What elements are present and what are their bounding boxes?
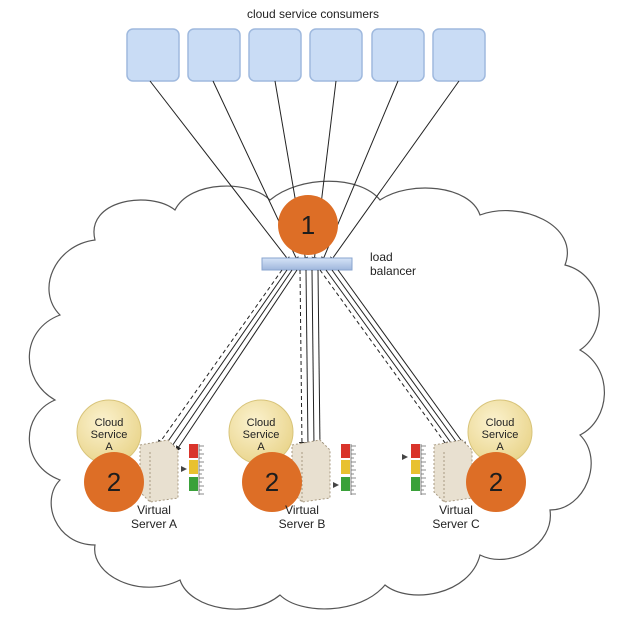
server-c-group <box>402 399 533 512</box>
badge-2-a-text: 2 <box>106 467 122 497</box>
badge-2-b <box>242 452 302 512</box>
badge-1-text: 1 <box>300 210 316 240</box>
consumer-box <box>126 28 180 82</box>
consumers-title: cloud service consumers <box>246 7 380 21</box>
load-balancer <box>261 257 353 271</box>
gauge-b <box>333 444 356 495</box>
lb-to-server-b <box>298 269 323 448</box>
badge-2-c <box>466 452 526 512</box>
virtual-server-c-label: Virtual Server C <box>432 503 480 531</box>
cloud-service-a-label-3: Cloud Service A <box>481 417 519 453</box>
badge-2-b-text: 2 <box>264 467 280 497</box>
virtual-server-b-label: Virtual Server B <box>278 503 326 531</box>
consumer-box <box>187 28 241 82</box>
load-balancer-label: load balancer <box>370 250 417 278</box>
consumer-box <box>432 28 486 82</box>
gauge-a <box>181 444 204 495</box>
consumer-boxes <box>126 28 486 82</box>
virtual-server-c-box <box>433 439 473 503</box>
server-b-group <box>228 399 356 512</box>
badge-1 <box>278 195 338 255</box>
virtual-server-a-label: Virtual Server A <box>130 503 178 531</box>
virtual-server-a-box <box>139 439 179 503</box>
consumer-box <box>371 28 425 82</box>
server-a-group <box>76 399 204 512</box>
consumer-box <box>309 28 363 82</box>
lb-to-server-c <box>319 269 467 448</box>
badge-2-c-text: 2 <box>488 467 504 497</box>
cloud-service-a-label-2: Cloud Service A <box>242 417 280 453</box>
lb-to-server-a <box>157 269 298 452</box>
cloud-shape <box>28 180 605 610</box>
gauge-c <box>402 444 426 495</box>
cloud-service-a-label-1: Cloud Service A <box>90 417 128 453</box>
badge-2-a <box>84 452 144 512</box>
consumer-box <box>248 28 302 82</box>
